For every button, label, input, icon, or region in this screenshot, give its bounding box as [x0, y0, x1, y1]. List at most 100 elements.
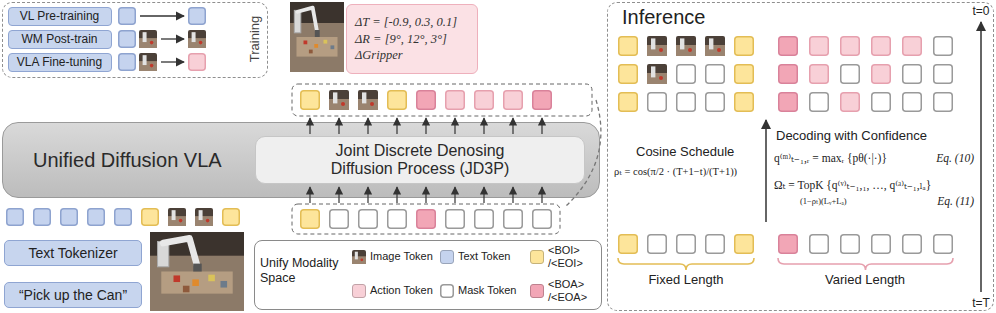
image-token-robot — [192, 32, 196, 42]
image-token — [188, 30, 206, 48]
image-token — [168, 208, 186, 226]
scene-floor — [150, 232, 244, 311]
mask-token — [934, 37, 953, 56]
image-token-floor — [705, 45, 725, 56]
image-token-wall — [139, 30, 157, 48]
image-token-robot — [143, 55, 147, 65]
token-group — [292, 84, 592, 116]
legend-swatch — [530, 250, 544, 264]
boi-token — [388, 91, 407, 110]
image-token-floor — [358, 99, 378, 110]
legend-text: Image Token — [370, 250, 433, 263]
mask-token — [810, 235, 829, 254]
boa-token — [779, 93, 798, 112]
robot-scene — [290, 2, 344, 72]
boi-token — [223, 209, 240, 226]
action-token — [504, 91, 523, 110]
legend-sample — [352, 250, 366, 264]
image-token-robot — [709, 38, 713, 49]
image-token — [139, 53, 157, 71]
arrow — [454, 118, 455, 134]
legend-swatch — [440, 250, 454, 264]
mask-token — [677, 93, 696, 112]
mask-token — [841, 235, 860, 254]
legend-entry: Image Token — [352, 244, 433, 270]
arrow — [483, 187, 484, 203]
mask-token — [872, 235, 891, 254]
image-token-object — [199, 41, 203, 45]
label: Fixed Length — [648, 272, 723, 288]
scene-floor — [290, 2, 344, 72]
boi-token — [735, 37, 754, 56]
process-name: Joint Discrete Denosing Diffusion Proces… — [313, 142, 528, 179]
text-token — [119, 8, 136, 25]
boa-token — [533, 91, 552, 110]
arrow — [512, 118, 513, 134]
mask-token — [504, 210, 523, 229]
image-token — [329, 90, 349, 110]
brace — [778, 258, 953, 270]
mask-token — [706, 93, 725, 112]
legend-text: <BOA> /<EOA> — [548, 278, 590, 304]
arrow — [161, 38, 184, 39]
mask-token — [677, 65, 696, 84]
arrow — [541, 187, 542, 203]
image-token — [195, 208, 213, 226]
image-token-object — [150, 41, 154, 45]
image-token-wall — [358, 90, 378, 110]
instruction-text: “Pick up the Can” — [19, 287, 127, 303]
action-token — [872, 37, 891, 56]
image-token-floor — [676, 45, 696, 56]
image-token-wall — [647, 36, 667, 56]
image-token-floor — [188, 38, 206, 48]
label-wrap: ρₜ = cos(π/2 · (T+1−t)/(T+1)) — [614, 166, 737, 179]
image-token — [647, 64, 667, 84]
mask-token — [388, 210, 407, 229]
arrow — [396, 187, 397, 203]
arrow — [338, 187, 339, 203]
image-token-object — [360, 258, 363, 261]
action-value: ΔR = [9°, 12°, 3°] — [355, 31, 447, 48]
action-token — [841, 93, 860, 112]
mask-token — [934, 235, 953, 254]
arrow — [765, 120, 767, 222]
token-group — [292, 204, 560, 234]
image-token-wall — [168, 208, 186, 226]
arrow — [140, 15, 184, 16]
image-token-robot — [172, 210, 176, 220]
label: Varied Length — [825, 272, 905, 288]
arrow — [367, 118, 368, 134]
boa-token — [417, 91, 436, 110]
image-token-object — [150, 64, 154, 68]
legend-sample — [440, 284, 454, 298]
image-token-robot — [680, 38, 684, 49]
stage-name: WM Post-train — [21, 32, 97, 46]
robot-arm — [298, 8, 317, 32]
arrow — [309, 118, 310, 134]
label-wrap: Cosine Schedule — [636, 144, 734, 160]
process-box: Joint Discrete Denosing Diffusion Proces… — [255, 136, 585, 184]
scene-object — [331, 45, 335, 49]
training-panel: TrainingVL Pre-trainingWM Post-trainVLA … — [2, 2, 268, 78]
mask-token — [903, 235, 922, 254]
label-wrap: Unify Modality Space — [260, 256, 352, 286]
label: t=T — [972, 296, 990, 310]
arrow — [338, 118, 339, 134]
boi-token — [735, 235, 754, 254]
image-token-floor — [647, 45, 667, 56]
image-token-wall — [676, 36, 696, 56]
image-token — [352, 250, 366, 264]
action-value: ΔT = [-0.9, 0.3, 0.1] — [355, 14, 457, 31]
arrow — [425, 118, 426, 134]
action-token — [841, 37, 860, 56]
scene-table — [296, 37, 337, 57]
model-band: Unified Diffusion VLA Joint Discrete Deno… — [2, 122, 600, 198]
model-name: Unified Diffusion VLA — [33, 149, 222, 172]
boi-token — [619, 37, 638, 56]
label-wrap: (1−ρₜ)(Lᵥ+Lₐ) — [800, 196, 847, 206]
legend-text: Mask Token — [458, 284, 517, 297]
scene-object — [174, 275, 181, 282]
image-token-object — [179, 219, 183, 223]
mask-token — [475, 210, 494, 229]
